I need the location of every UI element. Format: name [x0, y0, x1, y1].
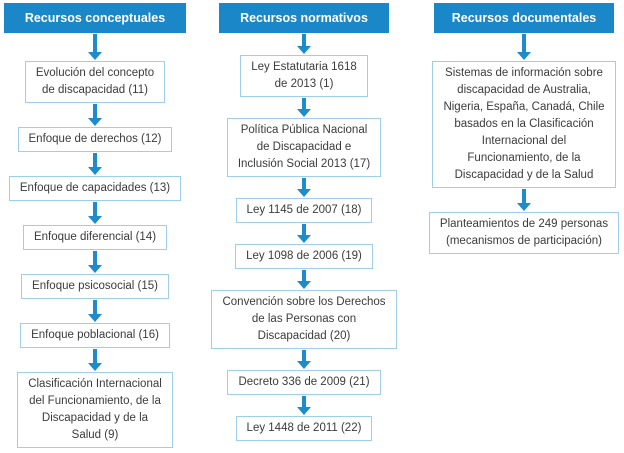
flow-box: Convención sobre los Derechos de las Per…	[211, 290, 397, 349]
arrow-head	[517, 52, 531, 60]
flow-box: Ley 1145 de 2007 (18)	[235, 198, 373, 223]
column-recursos-normativos: Recursos normativos Ley Estatutaria 1618…	[209, 0, 399, 441]
arrow-head	[88, 216, 102, 224]
down-arrow-icon	[88, 33, 102, 61]
down-arrow-icon	[297, 349, 311, 370]
down-arrow-icon	[297, 269, 311, 290]
arrow-head	[297, 407, 311, 415]
arrow-head	[88, 118, 102, 126]
arrow-stem	[93, 34, 97, 52]
down-arrow-icon	[88, 201, 102, 225]
arrow-head	[297, 361, 311, 369]
down-arrow-icon	[297, 33, 311, 55]
down-arrow-icon	[297, 395, 311, 416]
down-arrow-icon	[517, 33, 531, 61]
flow-box: Enfoque de capacidades (13)	[8, 176, 182, 201]
column-recursos-documentales: Recursos documentales Sistemas de inform…	[424, 0, 624, 254]
flow-box: Evolución del concepto de discapacidad (…	[24, 61, 166, 103]
flow-box: Ley 1098 de 2006 (19)	[235, 244, 373, 269]
arrow-head	[88, 265, 102, 273]
arrow-stem	[93, 104, 97, 118]
arrow-stem	[302, 224, 306, 235]
flow-box: Decreto 336 de 2009 (21)	[227, 370, 381, 395]
arrow-head	[297, 189, 311, 197]
arrow-stem	[522, 34, 526, 52]
flow-box: Política Pública Nacional de Discapacida…	[226, 118, 382, 177]
flow-box: Planteamientos de 249 personas (mecanism…	[428, 212, 620, 254]
arrow-stem	[93, 251, 97, 265]
arrow-stem	[522, 189, 526, 203]
arrow-stem	[302, 178, 306, 189]
down-arrow-icon	[297, 223, 311, 244]
flow-box: Ley Estatutaria 1618 de 2013 (1)	[240, 55, 368, 97]
flow-box: Enfoque diferencial (14)	[22, 225, 168, 250]
down-arrow-icon	[297, 97, 311, 118]
flow-box: Sistemas de información sobre discapacid…	[432, 61, 616, 188]
column-header: Recursos documentales	[434, 3, 614, 33]
arrow-head	[88, 314, 102, 322]
arrow-head	[88, 52, 102, 60]
arrow-stem	[302, 270, 306, 281]
arrow-head	[297, 281, 311, 289]
arrow-stem	[302, 396, 306, 407]
arrow-head	[88, 363, 102, 371]
arrow-stem	[302, 98, 306, 109]
flow-box: Clasificación Internacional del Funciona…	[17, 372, 173, 448]
flow-box: Enfoque de derechos (12)	[17, 127, 173, 152]
down-arrow-icon	[88, 348, 102, 372]
down-arrow-icon	[88, 152, 102, 176]
down-arrow-icon	[88, 103, 102, 127]
arrow-stem	[302, 34, 306, 46]
arrow-stem	[93, 153, 97, 167]
flow-box: Enfoque poblacional (16)	[20, 323, 170, 348]
down-arrow-icon	[517, 188, 531, 212]
column-header: Recursos conceptuales	[4, 3, 186, 33]
flow-box: Ley 1448 de 2011 (22)	[235, 416, 373, 441]
arrow-stem	[93, 202, 97, 216]
arrow-head	[297, 109, 311, 117]
arrow-stem	[302, 350, 306, 361]
arrow-stem	[93, 300, 97, 314]
flow-box: Enfoque psicosocial (15)	[21, 274, 169, 299]
arrow-head	[297, 235, 311, 243]
arrow-head	[297, 46, 311, 54]
arrow-head	[88, 167, 102, 175]
arrow-head	[517, 203, 531, 211]
down-arrow-icon	[88, 250, 102, 274]
down-arrow-icon	[297, 177, 311, 198]
down-arrow-icon	[88, 299, 102, 323]
column-header: Recursos normativos	[219, 3, 389, 33]
column-recursos-conceptuales: Recursos conceptuales Evolución del conc…	[2, 0, 188, 448]
arrow-stem	[93, 349, 97, 363]
